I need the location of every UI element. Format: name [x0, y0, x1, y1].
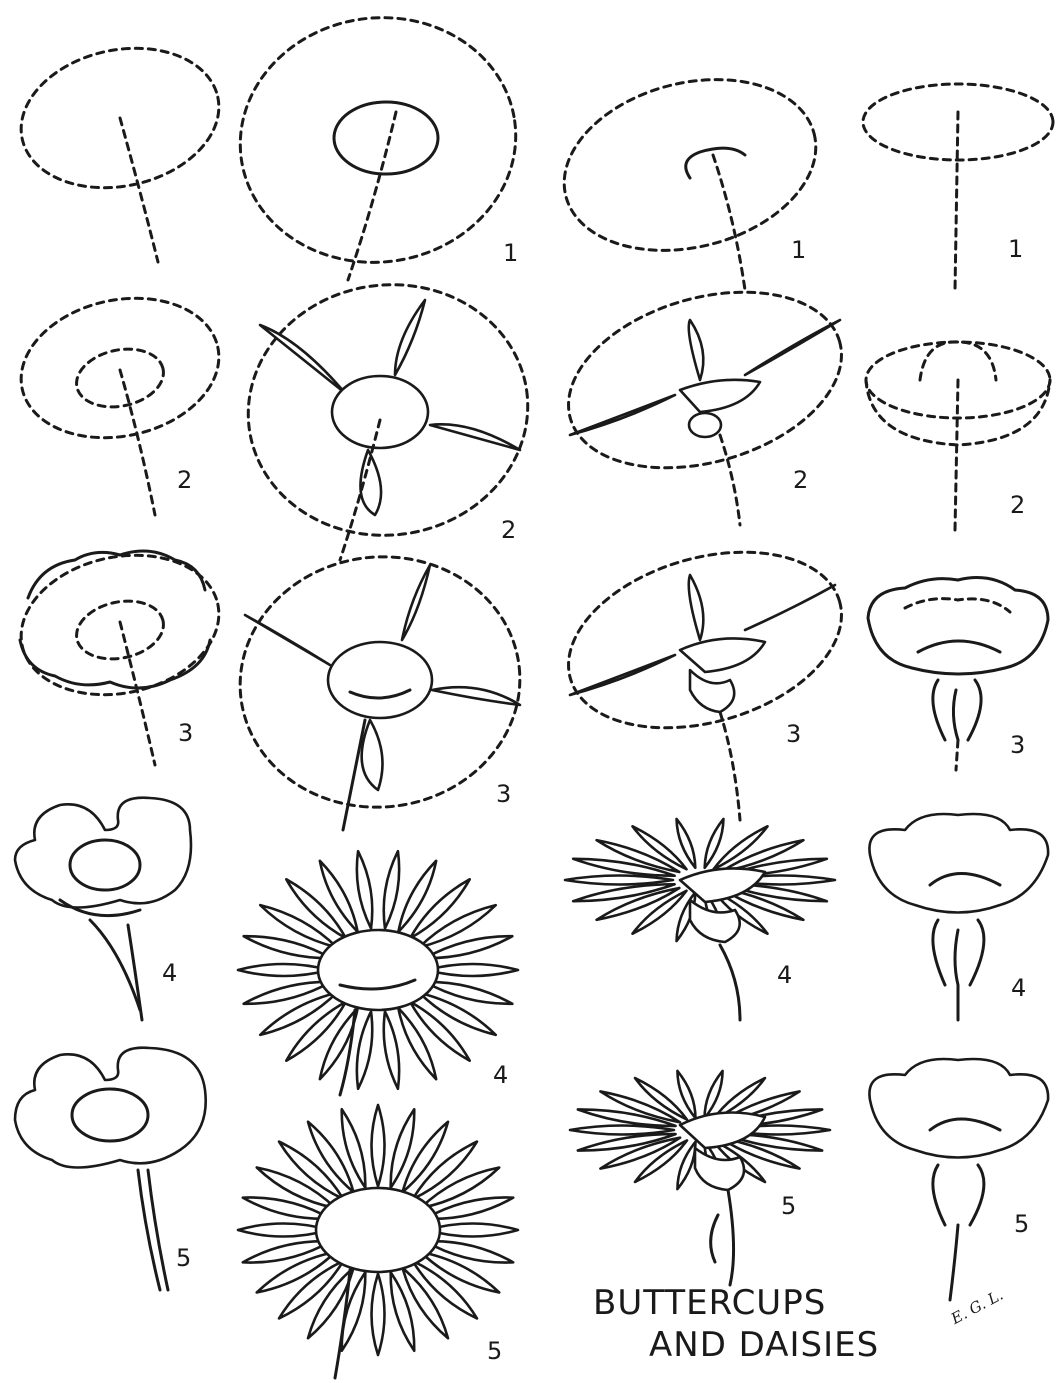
- daisy-step-5: [238, 1105, 518, 1378]
- step-label-4: 4: [493, 1063, 508, 1087]
- daisy-step-4: [238, 851, 518, 1095]
- side-daisy-petal: [570, 1126, 674, 1135]
- daisy-petal: [427, 964, 518, 976]
- step-label-5: 5: [487, 1339, 502, 1363]
- step-label-2: 2: [177, 468, 192, 492]
- step-label-5: 5: [1014, 1212, 1029, 1236]
- step-label-3: 3: [496, 782, 511, 806]
- step-label-3: 3: [178, 721, 193, 745]
- daisy-petal: [357, 1012, 372, 1089]
- side-daisy-petal: [565, 876, 673, 885]
- step-label-4: 4: [1011, 976, 1026, 1000]
- side-daisy-step-2: [548, 263, 862, 525]
- side-daisy-step-5: [570, 1071, 830, 1285]
- step-label-1: 1: [791, 238, 806, 262]
- step-label-5: 5: [781, 1194, 796, 1218]
- step-label-3: 3: [786, 722, 801, 746]
- step-label-2: 2: [793, 468, 808, 492]
- step-label-3: 3: [1010, 733, 1025, 757]
- buttercup-step-1: [8, 31, 232, 262]
- buttercup-step-3: [8, 538, 232, 765]
- step-label-1: 1: [503, 241, 518, 265]
- daisy-petal: [357, 851, 372, 928]
- daisy-petal: [372, 1105, 385, 1186]
- step-label-2: 2: [1010, 493, 1025, 517]
- cup-flower-step-1: [863, 84, 1053, 290]
- step-label-4: 4: [162, 961, 177, 985]
- daisy-petal: [372, 1274, 385, 1355]
- cup-flower-step-5: [869, 1059, 1048, 1300]
- step-label-5: 5: [176, 1246, 191, 1270]
- side-daisy-step-4: [565, 819, 835, 1020]
- daisy-step-3: [228, 543, 533, 830]
- daisy-petal: [384, 851, 399, 928]
- step-label-4: 4: [777, 963, 792, 987]
- daisy-petal: [238, 964, 329, 976]
- buttercup-step-2: [8, 281, 232, 515]
- side-daisy-step-3: [548, 523, 862, 820]
- step-label-2: 2: [501, 518, 516, 542]
- daisy-step-2: [232, 267, 544, 560]
- title-line-1: BUTTERCUPS: [593, 1286, 826, 1320]
- daisy-petal: [384, 1012, 399, 1089]
- step-label-1: 1: [1008, 237, 1023, 261]
- daisy-step-1: [224, 0, 531, 280]
- title-line-2: AND DAISIES: [649, 1328, 879, 1362]
